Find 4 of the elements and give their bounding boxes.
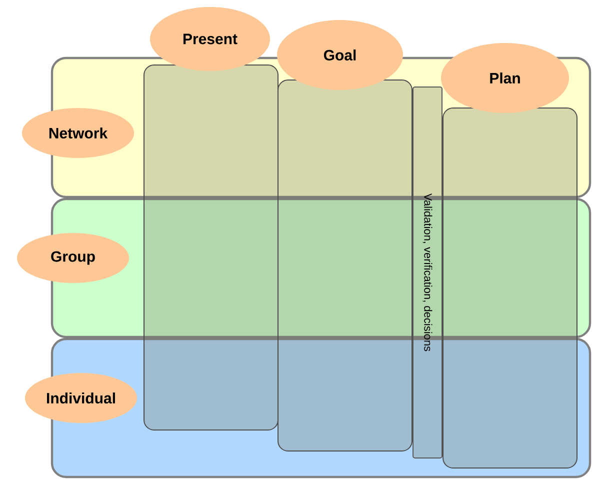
- column-panel: [278, 80, 412, 452]
- vertical-bar: Validation, verification, decisions: [412, 86, 442, 458]
- column-panel: [144, 64, 278, 430]
- column-panel: [442, 108, 578, 468]
